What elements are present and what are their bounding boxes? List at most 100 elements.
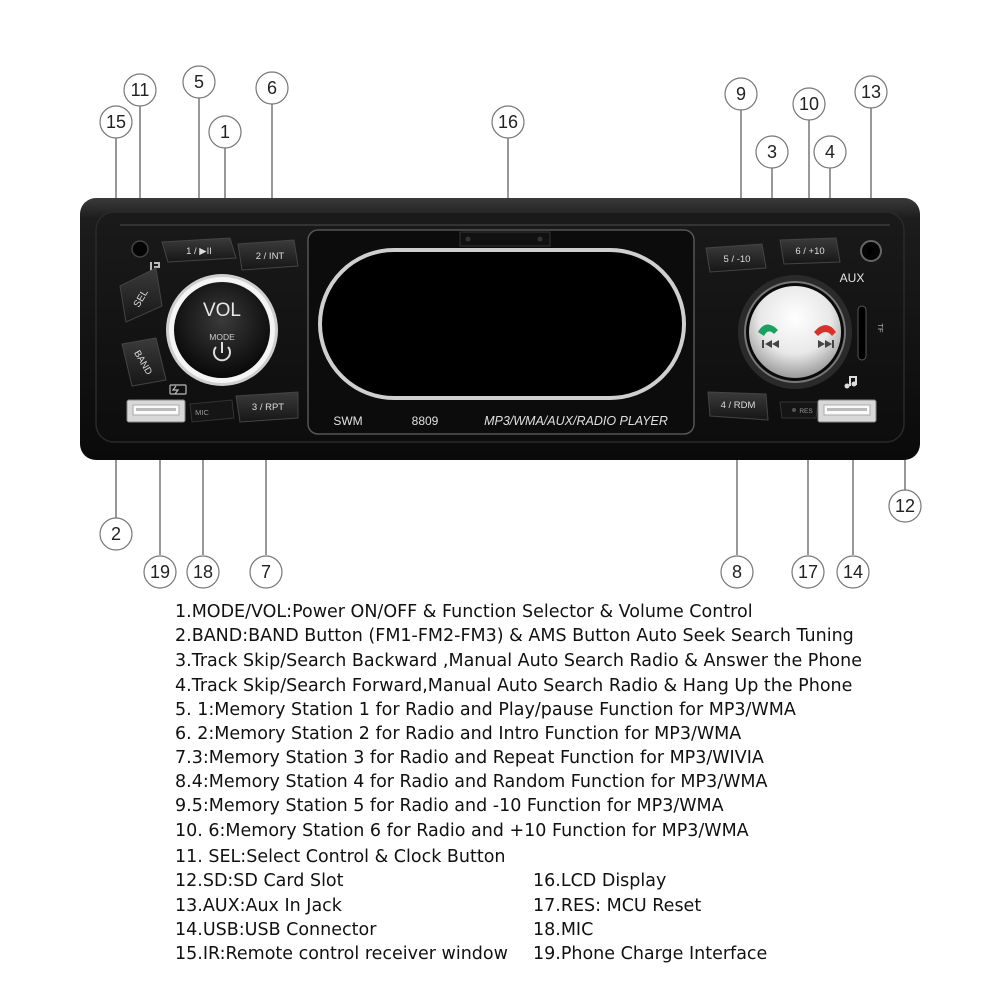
callout-14: 14 [836, 555, 870, 589]
hangup-phone-icon [814, 325, 836, 336]
callout-3: 3 [755, 135, 789, 169]
callout-10: 10 [792, 87, 826, 121]
legend-item-15: 15.IR:Remote control receiver window [175, 944, 508, 964]
legend-item-6: 6. 2:Memory Station 2 for Radio and Intr… [175, 724, 742, 744]
phone-charge-icon [169, 384, 187, 395]
callout-8: 8 [720, 555, 754, 589]
callout-number: 10 [799, 94, 819, 114]
callout-number: 6 [267, 78, 277, 98]
mode-label: MODE [209, 332, 235, 342]
button-5-minus10[interactable]: 5 / -10 [705, 243, 767, 273]
callout-16: 16 [491, 105, 525, 139]
button-3-label: 3 / RPT [252, 402, 284, 413]
callout-number: 16 [498, 112, 518, 132]
callout-7: 7 [249, 555, 283, 589]
lcd-display: SWM 8809 MP3/WMA/AUX/RADIO PLAYER [307, 229, 695, 435]
button-6-plus10[interactable]: 6 / +10 [779, 237, 841, 265]
callout-number: 8 [732, 562, 742, 582]
sel-button[interactable]: SEL [119, 267, 163, 323]
legend-item-2: 2.BAND:BAND Button (FM1-FM2-FM3) & AMS B… [175, 626, 854, 646]
legend-item-13: 13.AUX:Aux In Jack [175, 896, 342, 916]
skip-back-icon[interactable] [762, 340, 779, 348]
legend-item-14: 14.USB:USB Connector [175, 920, 377, 940]
callout-number: 13 [861, 82, 881, 102]
button-4-label: 4 / RDM [721, 400, 756, 411]
callout-18: 18 [186, 555, 220, 589]
skip-forward-icon[interactable] [818, 340, 834, 348]
callout-number: 14 [843, 562, 863, 582]
callout-12: 12 [888, 489, 922, 523]
callout-number: 17 [798, 562, 818, 582]
button-6-label: 6 / +10 [795, 246, 824, 257]
player-label: MP3/WMA/AUX/RADIO PLAYER [484, 414, 668, 428]
callout-15: 15 [99, 105, 133, 139]
legend-item-10: 10. 6:Memory Station 6 for Radio and +10… [175, 821, 749, 841]
callout-17: 17 [791, 555, 825, 589]
legend-item-18: 18.MIC [533, 920, 594, 940]
legend-item-4: 4.Track Skip/Search Forward,Manual Auto … [175, 676, 853, 696]
legend-item-11: 11. SEL:Select Control & Clock Button [175, 847, 506, 867]
legend-item-7: 7.3:Memory Station 3 for Radio and Repea… [175, 748, 764, 768]
callout-2: 2 [99, 517, 133, 551]
button-3-rpt[interactable]: 3 / RPT [235, 391, 299, 423]
band-button[interactable]: BAND [121, 337, 167, 387]
legend-item-19: 19.Phone Charge Interface [533, 944, 768, 964]
res-label: RES [799, 408, 813, 415]
aux-jack[interactable] [860, 240, 882, 262]
legend-item-3: 3.Track Skip/Search Backward ,Manual Aut… [175, 651, 862, 671]
mic-label: MIC [195, 408, 209, 417]
mic: MIC [189, 399, 235, 423]
aux-label: AUX [840, 271, 865, 285]
legend-item-9: 9.5:Memory Station 5 for Radio and -10 F… [175, 796, 724, 816]
brand-label: SWM [333, 414, 362, 428]
callouts: 1 2 3 4 5 6 7 8 9 10 11 12 13 14 15 16 1… [99, 65, 922, 589]
callout-4: 4 [813, 135, 847, 169]
legend-item-1: 1.MODE/VOL:Power ON/OFF & Function Selec… [175, 602, 753, 622]
callout-number: 12 [895, 496, 915, 516]
callout-13: 13 [854, 75, 888, 109]
res-button[interactable]: RES [779, 401, 819, 419]
callout-number: 18 [193, 562, 213, 582]
ir-icon [150, 262, 160, 272]
callout-6: 6 [255, 71, 289, 105]
power-icon [213, 342, 231, 362]
legend-item-8: 8.4:Memory Station 4 for Radio and Rando… [175, 772, 768, 792]
callout-number: 9 [736, 84, 746, 104]
sd-card-slot[interactable]: TF [857, 305, 885, 361]
tf-label: TF [876, 323, 885, 333]
callout-number: 3 [767, 142, 777, 162]
usb-port-left[interactable] [126, 399, 186, 423]
vol-label: VOL [203, 300, 241, 321]
radio-diagram: 1 / ▶II 2 / INT SEL BAND VOL MODE [80, 65, 922, 589]
vol-mode-knob[interactable]: VOL MODE [166, 274, 278, 386]
callout-number: 5 [194, 72, 204, 92]
track-knob[interactable] [738, 275, 852, 389]
radio-unit: 1 / ▶II 2 / INT SEL BAND VOL MODE [80, 198, 920, 460]
answer-phone-icon [758, 324, 778, 336]
button-5-label: 5 / -10 [724, 254, 751, 265]
model-label: 8809 [412, 414, 439, 428]
callout-9: 9 [724, 77, 758, 111]
callout-11: 11 [123, 73, 157, 107]
callout-number: 19 [150, 562, 170, 582]
callout-5: 5 [182, 65, 216, 99]
button-1-label: 1 / ▶II [186, 246, 212, 257]
usb-port-right[interactable] [817, 399, 877, 423]
button-4-rdm[interactable]: 4 / RDM [707, 391, 769, 421]
callout-number: 1 [220, 122, 230, 142]
button-1-play[interactable]: 1 / ▶II [161, 237, 237, 263]
callout-number: 11 [131, 80, 150, 100]
legend-item-17: 17.RES: MCU Reset [533, 896, 702, 916]
button-2-label: 2 / INT [256, 251, 285, 262]
callout-number: 2 [111, 524, 121, 544]
callout-19: 19 [143, 555, 177, 589]
legend-item-12: 12.SD:SD Card Slot [175, 871, 344, 891]
legend-item-5: 5. 1:Memory Station 1 for Radio and Play… [175, 700, 796, 720]
callout-number: 7 [261, 562, 271, 582]
button-2-int[interactable]: 2 / INT [237, 239, 299, 271]
callout-number: 15 [106, 112, 126, 132]
callout-1: 1 [208, 115, 242, 149]
ir-window [131, 240, 149, 258]
callout-number: 4 [825, 142, 835, 162]
music-note-icon [844, 376, 857, 389]
